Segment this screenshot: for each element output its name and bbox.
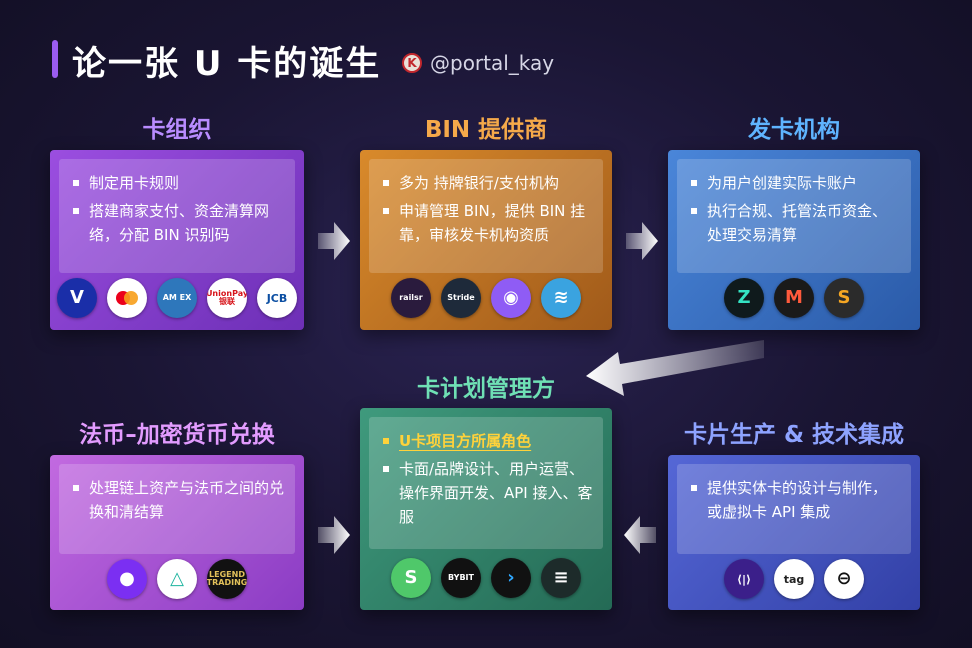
bin-provider-heading: BIN 提供商 bbox=[424, 117, 548, 143]
issuer-s-logo: S bbox=[824, 278, 864, 318]
exchange-triangle-logo: △ bbox=[157, 559, 197, 599]
amex-logo: AM EX bbox=[157, 278, 197, 318]
pm-s-logo: S bbox=[391, 558, 431, 598]
bullet: 多为 持牌银行/支付机构 bbox=[383, 171, 593, 195]
author-tag: K @portal_kay bbox=[402, 51, 554, 75]
issuer-z-logo: Z bbox=[724, 278, 764, 318]
program-manager-card: U卡项目方所属角色 卡面/品牌设计、用户运营、操作界面开发、API 接入、客服 … bbox=[360, 408, 612, 610]
fiat-crypto-logos: ●△LEGEND TRADING bbox=[50, 559, 304, 599]
stride-logo: Stride bbox=[441, 278, 481, 318]
page-title: 论一张 U 卡的诞生 bbox=[72, 44, 382, 84]
fiat-crypto-heading: 法币–加密货币兑换 bbox=[79, 422, 275, 448]
issuer-m-logo: M bbox=[774, 278, 814, 318]
railsr-logo: railsr bbox=[391, 278, 431, 318]
arrow-left-icon bbox=[624, 516, 656, 554]
program-manager-text-panel: U卡项目方所属角色 卡面/品牌设计、用户运营、操作界面开发、API 接入、客服 bbox=[369, 417, 603, 549]
author-handle: @portal_kay bbox=[430, 51, 555, 75]
fiat-crypto-card: 处理链上资产与法币之间的兑换和清结算 ●△LEGEND TRADING bbox=[50, 455, 304, 610]
jcb-logo: JCB bbox=[257, 278, 297, 318]
card-production-logos: ⟨|⟩tag⊖ bbox=[668, 559, 920, 599]
bullet: 申请管理 BIN，提供 BIN 挂靠，审核发卡机构资质 bbox=[383, 199, 593, 247]
bin-provider-card: 多为 持牌银行/支付机构 申请管理 BIN，提供 BIN 挂靠，审核发卡机构资质… bbox=[360, 150, 612, 330]
arrow-right-icon bbox=[626, 222, 658, 260]
bullet: 制定用卡规则 bbox=[73, 171, 285, 195]
author-avatar-icon: K bbox=[402, 53, 422, 73]
title-accent-bar bbox=[52, 40, 58, 78]
tag-logo: tag bbox=[774, 559, 814, 599]
card-production-text-panel: 提供实体卡的设计与制作，或虚拟卡 API 集成 bbox=[677, 464, 911, 554]
card-org-text-panel: 制定用卡规则 搭建商家支付、资金清算网络，分配 BIN 识别码 bbox=[59, 159, 295, 273]
issuer-text-panel: 为用户创建实际卡账户 执行合规、托管法币资金、处理交易清算 bbox=[677, 159, 911, 273]
mastercard-logo bbox=[107, 278, 147, 318]
bullet: 卡面/品牌设计、用户运营、操作界面开发、API 接入、客服 bbox=[383, 457, 593, 529]
pm-stack-logo: ≡ bbox=[541, 558, 581, 598]
brackets-logo: ⟨|⟩ bbox=[724, 559, 764, 599]
bullet: 处理链上资产与法币之间的兑换和清结算 bbox=[73, 476, 285, 524]
bybit-logo: BYBIT bbox=[441, 558, 481, 598]
bullet: 提供实体卡的设计与制作，或虚拟卡 API 集成 bbox=[691, 476, 901, 524]
visa-logo: V bbox=[57, 278, 97, 318]
arrow-right-icon bbox=[318, 222, 350, 260]
bullet: 为用户创建实际卡账户 bbox=[691, 171, 901, 195]
unionpay-logo: UnionPay 银联 bbox=[207, 278, 247, 318]
card-production-card: 提供实体卡的设计与制作，或虚拟卡 API 集成 ⟨|⟩tag⊖ bbox=[668, 455, 920, 610]
exchange-dot-logo: ● bbox=[107, 559, 147, 599]
wave-logo: ≋ bbox=[541, 278, 581, 318]
orbit-logo: ◉ bbox=[491, 278, 531, 318]
issuer-heading: 发卡机构 bbox=[748, 117, 840, 143]
arrow-diagonal-icon bbox=[586, 340, 764, 396]
arrow-right-icon bbox=[318, 516, 350, 554]
legend-trading-logo: LEGEND TRADING bbox=[207, 559, 247, 599]
card-production-heading: 卡片生产 & 技术集成 bbox=[683, 422, 905, 448]
bin-provider-text-panel: 多为 持牌银行/支付机构 申请管理 BIN，提供 BIN 挂靠，审核发卡机构资质 bbox=[369, 159, 603, 273]
card-org-heading: 卡组织 bbox=[142, 117, 212, 143]
program-manager-heading: 卡计划管理方 bbox=[417, 376, 555, 402]
link-logo: ⊖ bbox=[824, 559, 864, 599]
highlight-bullet: U卡项目方所属角色 bbox=[383, 429, 593, 453]
bullet: 搭建商家支付、资金清算网络，分配 BIN 识别码 bbox=[73, 199, 285, 247]
chevron-logo: › bbox=[491, 558, 531, 598]
bullet: 执行合规、托管法币资金、处理交易清算 bbox=[691, 199, 901, 247]
fiat-crypto-text-panel: 处理链上资产与法币之间的兑换和清结算 bbox=[59, 464, 295, 554]
